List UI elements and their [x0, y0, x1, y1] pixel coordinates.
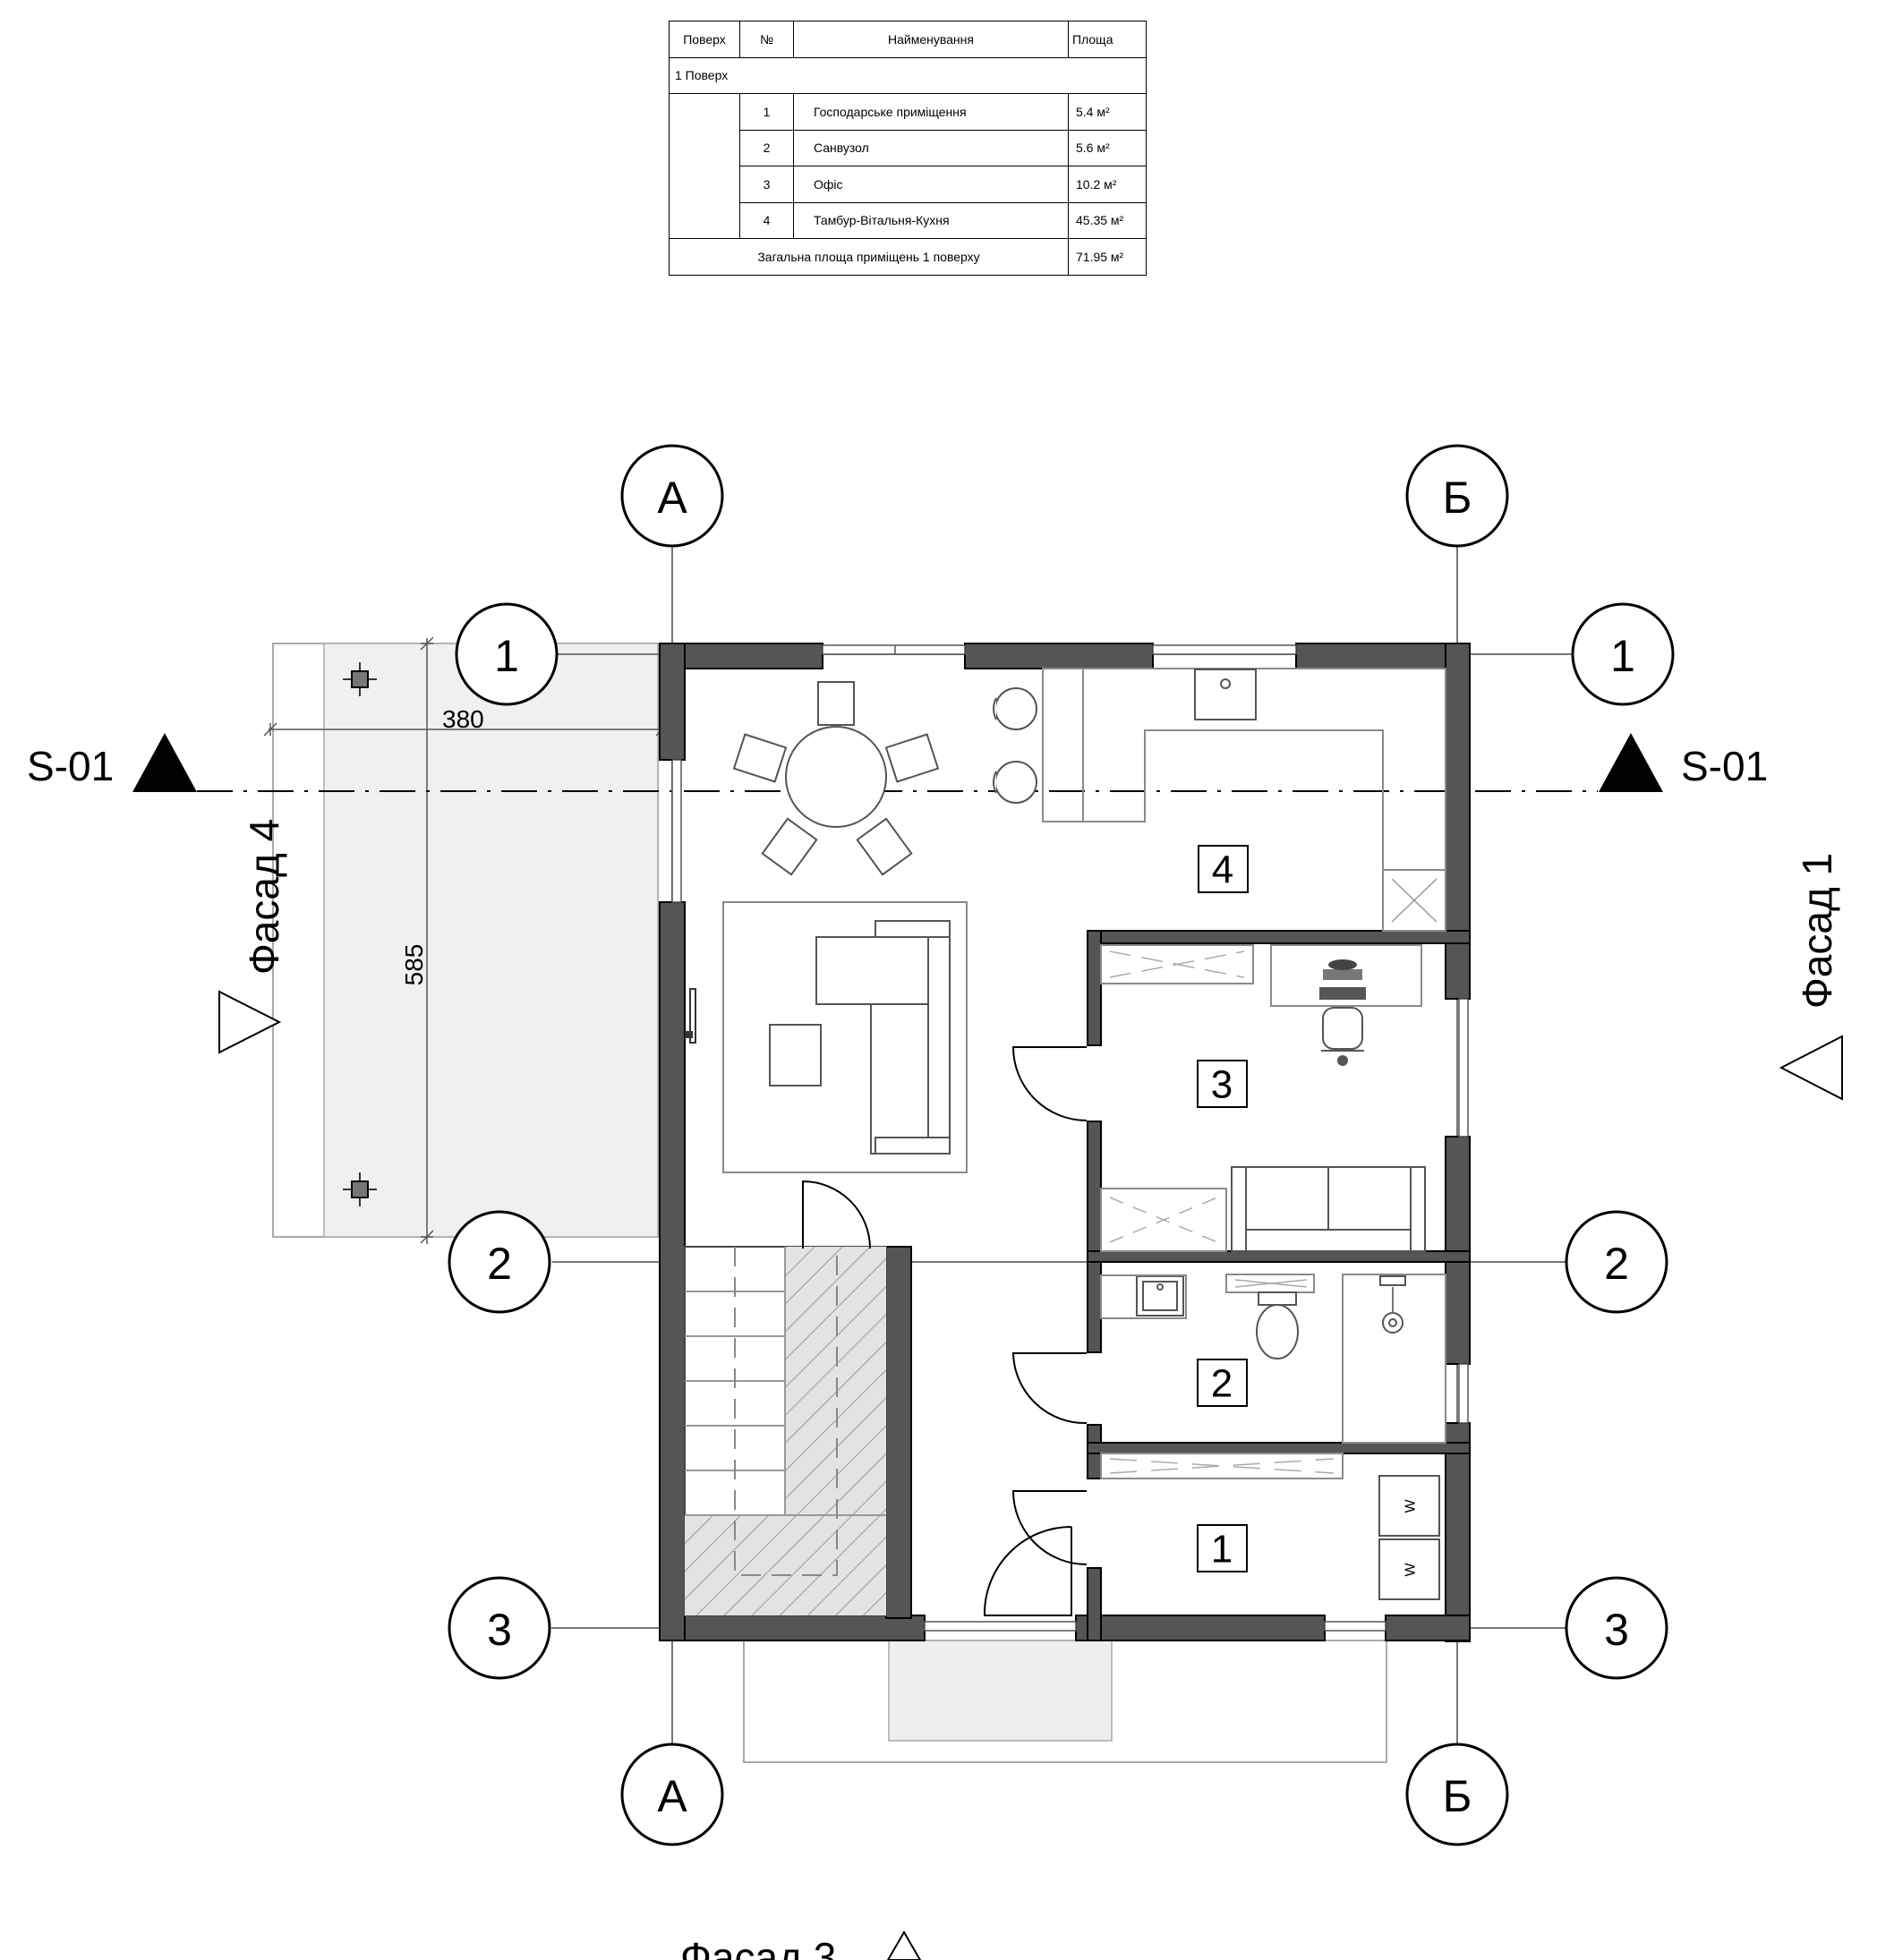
doors: [802, 1046, 1088, 1616]
room-tag-text: 1: [1211, 1528, 1233, 1572]
svg-text:А: А: [657, 473, 687, 523]
svg-text:А: А: [657, 1771, 687, 1821]
facade-marker-right: Фасад 1: [1779, 853, 1843, 1101]
room-tag: 1: [1197, 1524, 1248, 1572]
room-name-cell: Тамбур-Вітальня-Кухня: [793, 201, 1069, 239]
room-schedule-table: Поверх № Найменування Площа 1 Поверх 1 Г…: [669, 21, 1147, 276]
room-area-cell: 10.2 м²: [1068, 166, 1147, 203]
dimension-terrace-length: [420, 636, 434, 1244]
kitchen-counter: [1042, 668, 1446, 932]
svg-text:Б: Б: [1443, 473, 1472, 523]
room-area-cell: 5.6 м²: [1068, 129, 1147, 166]
room-tag: 4: [1198, 845, 1249, 893]
axis-bubble-a-bottom: А: [620, 1743, 724, 1846]
entrance-porch: [743, 1640, 1387, 1763]
bar-stools: [993, 687, 1037, 804]
terrace-left: [272, 643, 659, 1238]
room-name-cell: Господарське приміщення: [793, 93, 1069, 131]
header-number: №: [739, 21, 794, 58]
svg-text:2: 2: [1604, 1239, 1629, 1289]
column-post: [343, 662, 377, 696]
room-tag: 3: [1197, 1060, 1248, 1108]
header-floor: Поверх: [669, 21, 740, 58]
header-name: Найменування: [793, 21, 1069, 58]
table-header-row: Поверх № Найменування Площа: [669, 21, 1147, 58]
total-label: Загальна площа приміщень 1 поверху: [669, 238, 1069, 276]
room-tag-text: 2: [1211, 1362, 1233, 1406]
dimension-terrace-width-text: 380: [442, 705, 484, 733]
table-row: 2 Санвузол 5.6 м²: [670, 129, 1147, 166]
living-area: [685, 901, 968, 1173]
dining-table-set: [732, 681, 940, 876]
utility-room-appliances: W W: [1100, 1453, 1440, 1600]
bathroom-fixtures: [1100, 1274, 1446, 1444]
axis-bubble-2-right: 2: [1565, 1210, 1668, 1314]
axis-bubble-2-left: 2: [448, 1210, 551, 1314]
svg-text:2: 2: [487, 1239, 512, 1289]
room-area-cell: 45.35 м²: [1068, 201, 1147, 239]
total-area: 71.95 м²: [1068, 238, 1147, 276]
room-tag: 2: [1197, 1359, 1248, 1407]
section-marker-right-text: S-01: [1681, 743, 1768, 789]
axis-bubble-3-left: 3: [448, 1576, 551, 1680]
dryer-mark: W: [1403, 1563, 1419, 1577]
facade-marker-left: Фасад 4: [218, 819, 287, 1054]
svg-text:1: 1: [1610, 631, 1635, 681]
facade-left-text: Фасад 4: [241, 819, 287, 975]
room-area-cell: 5.4 м²: [1068, 93, 1147, 131]
office-furniture: [1100, 944, 1426, 1252]
column-post: [343, 1172, 377, 1206]
facade-bottom-text: Фасад 3: [680, 1934, 836, 1960]
svg-text:Б: Б: [1443, 1771, 1472, 1821]
dimension-terrace-length-text: 585: [400, 944, 428, 986]
axis-bubble-b-bottom: Б: [1405, 1743, 1509, 1846]
svg-text:3: 3: [1604, 1605, 1629, 1655]
floor-label: 1 Поверх: [669, 56, 1147, 94]
room-number-cell: 4: [739, 201, 794, 239]
room-number-cell: 2: [739, 129, 794, 166]
room-name-cell: Офіс: [793, 166, 1069, 203]
section-marker-right: S-01: [1599, 733, 1768, 792]
axis-bubble-b-top: Б: [1405, 444, 1509, 548]
room-tag-text: 3: [1211, 1063, 1233, 1107]
axis-bubble-a-top: А: [620, 444, 724, 548]
total-row: Загальна площа приміщень 1 поверху 71.95…: [669, 238, 1147, 276]
floor-row: 1 Поверх: [669, 56, 1147, 94]
table-row: 4 Тамбур-Вітальня-Кухня 45.35 м²: [670, 201, 1147, 239]
axis-bubble-1-left: 1: [455, 602, 559, 706]
svg-text:1: 1: [494, 631, 519, 681]
section-marker-left-text: S-01: [27, 743, 114, 789]
section-marker-left: S-01: [27, 733, 197, 792]
room-tag-text: 4: [1212, 848, 1233, 892]
facade-marker-bottom: Фасад 3: [680, 1930, 922, 1960]
axis-bubble-1-right: 1: [1571, 602, 1675, 706]
staircase: [684, 1246, 887, 1616]
table-row: 1 Господарське приміщення 5.4 м²: [669, 93, 1147, 239]
facade-right-text: Фасад 1: [1794, 853, 1840, 1009]
table-row: 3 Офіс 10.2 м²: [670, 166, 1147, 203]
svg-text:3: 3: [487, 1605, 512, 1655]
washer-mark: W: [1403, 1499, 1419, 1513]
windows: [671, 644, 1469, 1632]
axis-bubble-3-right: 3: [1565, 1576, 1668, 1680]
